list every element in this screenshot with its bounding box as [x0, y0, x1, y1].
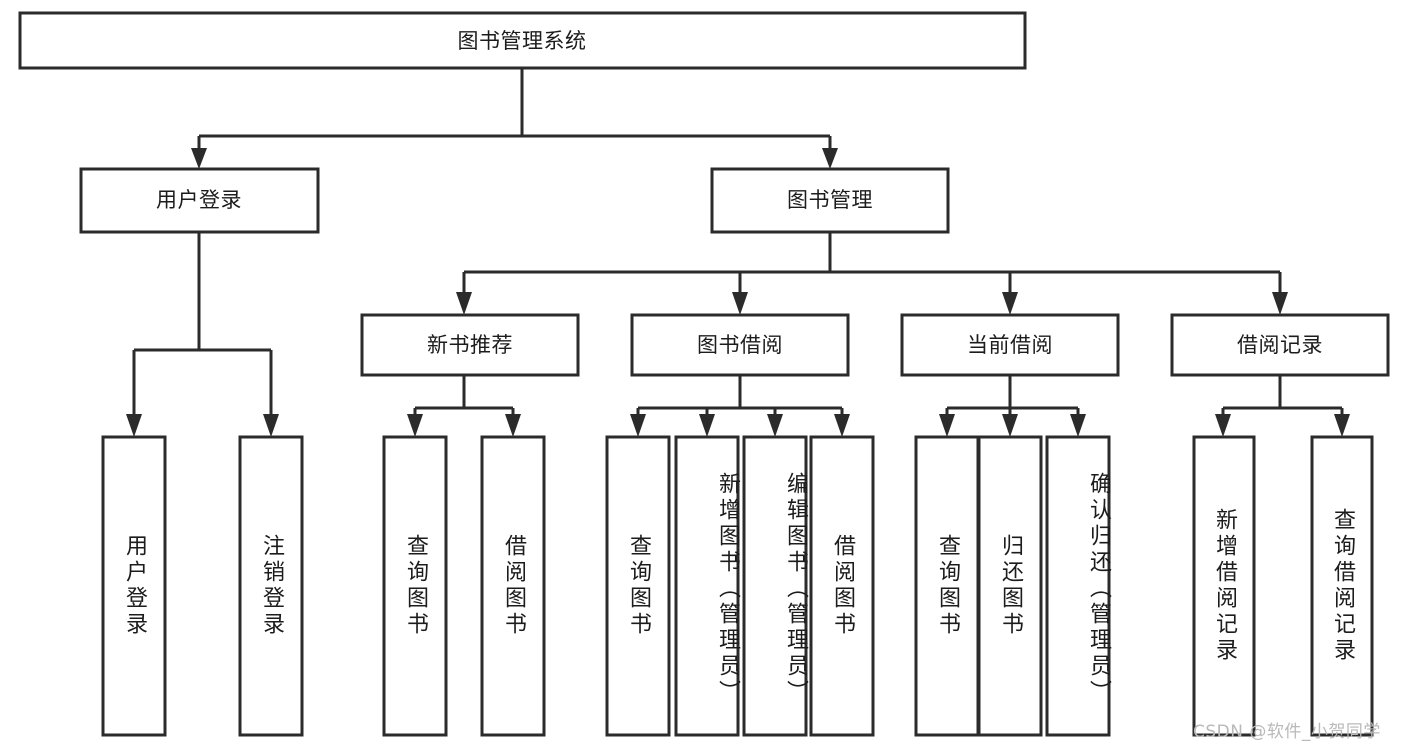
arrow-to-new-book — [456, 292, 472, 315]
arrow-to-current-borrow — [1002, 292, 1018, 315]
arrow-records-leaf-1 — [1215, 414, 1231, 437]
node-new-book-recommend[interactable]: 新书推荐 — [360, 313, 580, 377]
leaf-box-current-query[interactable] — [914, 435, 980, 737]
arrow-records-leaf-2 — [1334, 414, 1350, 437]
arrow-to-book-mgmt — [822, 148, 838, 169]
leaf-box-logout[interactable] — [238, 435, 304, 737]
arrow-borrow-leaf-1 — [630, 414, 646, 437]
arrow-to-book-borrow — [732, 292, 748, 315]
leaf-box-user-login[interactable] — [101, 435, 167, 737]
arrow-borrow-leaf-3 — [767, 414, 783, 437]
node-book-management[interactable]: 图书管理 — [710, 167, 950, 234]
leaf-box-borrow-lend[interactable] — [809, 435, 875, 737]
leaf-box-borrow-add[interactable] — [674, 435, 740, 737]
arrow-to-user-login — [191, 148, 207, 169]
node-user-login[interactable]: 用户登录 — [79, 167, 320, 234]
leaf-box-borrow-query[interactable] — [605, 435, 671, 737]
leaf-box-newbook-query[interactable] — [382, 435, 448, 737]
node-book-borrow-box[interactable] — [630, 313, 850, 377]
node-borrow-records-label: 借阅记录 — [1237, 333, 1323, 357]
leaf-box-borrow-edit[interactable] — [742, 435, 808, 737]
arrow-to-leaf-user-login — [126, 414, 142, 437]
node-new-book-recommend-label: 新书推荐 — [427, 333, 513, 357]
arrow-current-leaf-2 — [1002, 414, 1018, 437]
node-user-login-box[interactable] — [79, 167, 320, 234]
node-book-management-box[interactable] — [710, 167, 950, 234]
node-borrow-records-box[interactable] — [1170, 313, 1390, 377]
node-borrow-records[interactable]: 借阅记录 — [1170, 313, 1390, 377]
node-book-borrow[interactable]: 图书借阅 — [630, 313, 850, 377]
leaf-box-records-add[interactable] — [1192, 435, 1256, 737]
arrow-borrow-leaf-2 — [699, 414, 715, 437]
leaf-box-newbook-borrow[interactable] — [480, 435, 546, 737]
arrow-to-borrow-records — [1272, 292, 1288, 315]
node-current-borrow-label: 当前借阅 — [967, 333, 1053, 357]
arrow-newbook-leaf-2 — [505, 414, 521, 437]
node-root-label: 图书管理系统 — [458, 29, 587, 53]
arrow-to-leaf-logout — [263, 414, 279, 437]
arrow-newbook-leaf-1 — [407, 414, 423, 437]
node-current-borrow-box[interactable] — [900, 313, 1120, 377]
node-user-login-label: 用户登录 — [156, 188, 242, 212]
node-root-box[interactable] — [18, 11, 1027, 70]
node-book-borrow-label: 图书借阅 — [697, 333, 783, 357]
node-new-book-recommend-box[interactable] — [360, 313, 580, 377]
csdn-watermark: CSDN @软件_小贺同学 — [1193, 722, 1381, 742]
arrow-current-leaf-3 — [1070, 414, 1086, 437]
leaf-box-records-query[interactable] — [1310, 435, 1374, 737]
leaf-box-current-return[interactable] — [977, 435, 1043, 737]
edges-group — [126, 68, 1350, 437]
leaf-box-current-confirm[interactable] — [1045, 435, 1111, 737]
node-book-management-label: 图书管理 — [787, 188, 873, 212]
arrow-current-leaf-1 — [939, 414, 955, 437]
node-current-borrow[interactable]: 当前借阅 — [900, 313, 1120, 377]
arrow-borrow-leaf-4 — [834, 414, 850, 437]
node-root[interactable]: 图书管理系统 — [18, 11, 1027, 70]
